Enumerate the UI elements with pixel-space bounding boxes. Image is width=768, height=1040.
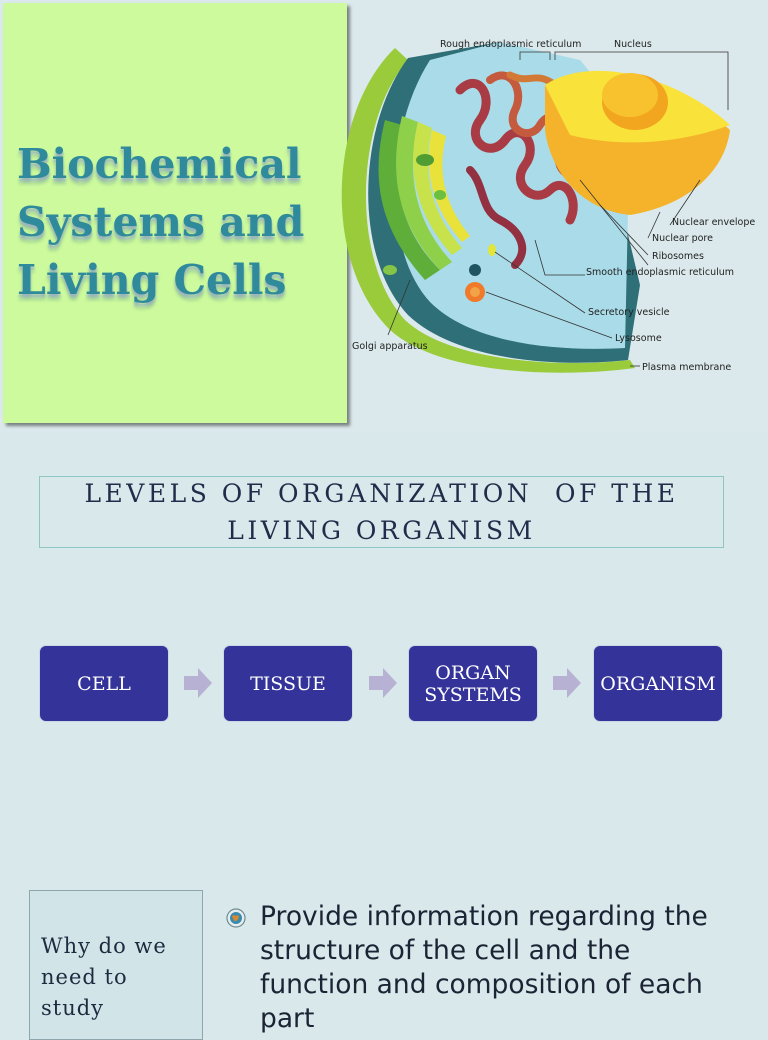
flow-label-tissue: TISSUE [250,672,326,695]
flow-box-tissue: TISSUE [223,645,353,722]
slide-heading: LEVELS OF ORGANIZATION OF THE LIVING ORG… [84,475,678,549]
label-plasma-membrane: Plasma membrane [642,362,732,373]
slide-title: Biochemical Systems and Living Cells [17,135,347,309]
flow-box-organism: ORGANISM [593,645,723,722]
label-secretory-vesicle: Secretory vesicle [588,307,670,318]
label-nuclear-pore: Nuclear pore [652,233,713,244]
flow-box-cell: CELL [39,645,169,722]
label-golgi: Golgi apparatus [352,341,428,352]
levels-slide: LEVELS OF ORGANIZATION OF THE LIVING ORG… [0,432,768,864]
title-line-1: Biochemical [17,140,302,188]
title-slide: Biochemical Systems and Living Cells [0,0,768,432]
label-nucleus: Nucleus [614,39,652,50]
title-panel: Biochemical Systems and Living Cells [3,3,347,423]
flow-label-systems: SYSTEMS [424,683,522,706]
label-ribosomes: Ribosomes [652,251,704,262]
arrow-right-icon [553,668,581,698]
flow-box-organ-systems: ORGAN SYSTEMS [408,645,538,722]
why-study-slide: Why do we need to study Provide informat… [0,866,768,1040]
question-panel: Why do we need to study [29,890,203,1040]
flow-label-cell: CELL [77,672,131,695]
label-lysosome: Lysosome [615,333,662,344]
flow-label-organ: ORGAN [435,661,511,684]
question-line-3: study [41,996,105,1020]
title-line-2: Systems and [17,198,305,246]
bullet-text: Provide information regarding the struct… [260,901,708,1034]
label-nuclear-envelope: Nuclear envelope [672,217,756,228]
question-line-1: Why do we [41,934,167,958]
arrow-right-icon [369,668,397,698]
title-line-3: Living Cells [17,256,287,304]
arrow-right-icon [184,668,212,698]
flow-label-organism: ORGANISM [600,672,716,695]
question-line-2: need to [41,965,128,989]
heading-box: LEVELS OF ORGANIZATION OF THE LIVING ORG… [39,476,724,548]
globe-bullet-icon [226,908,246,928]
heading-line-1: LEVELS OF ORGANIZATION OF THE [84,479,679,508]
animal-cell-diagram [341,42,730,373]
label-smooth-er: Smooth endoplasmic reticulum [586,267,735,278]
label-rough-er: Rough endoplasmic reticulum [440,39,582,50]
heading-line-2: LIVING ORGANISM [227,516,536,545]
